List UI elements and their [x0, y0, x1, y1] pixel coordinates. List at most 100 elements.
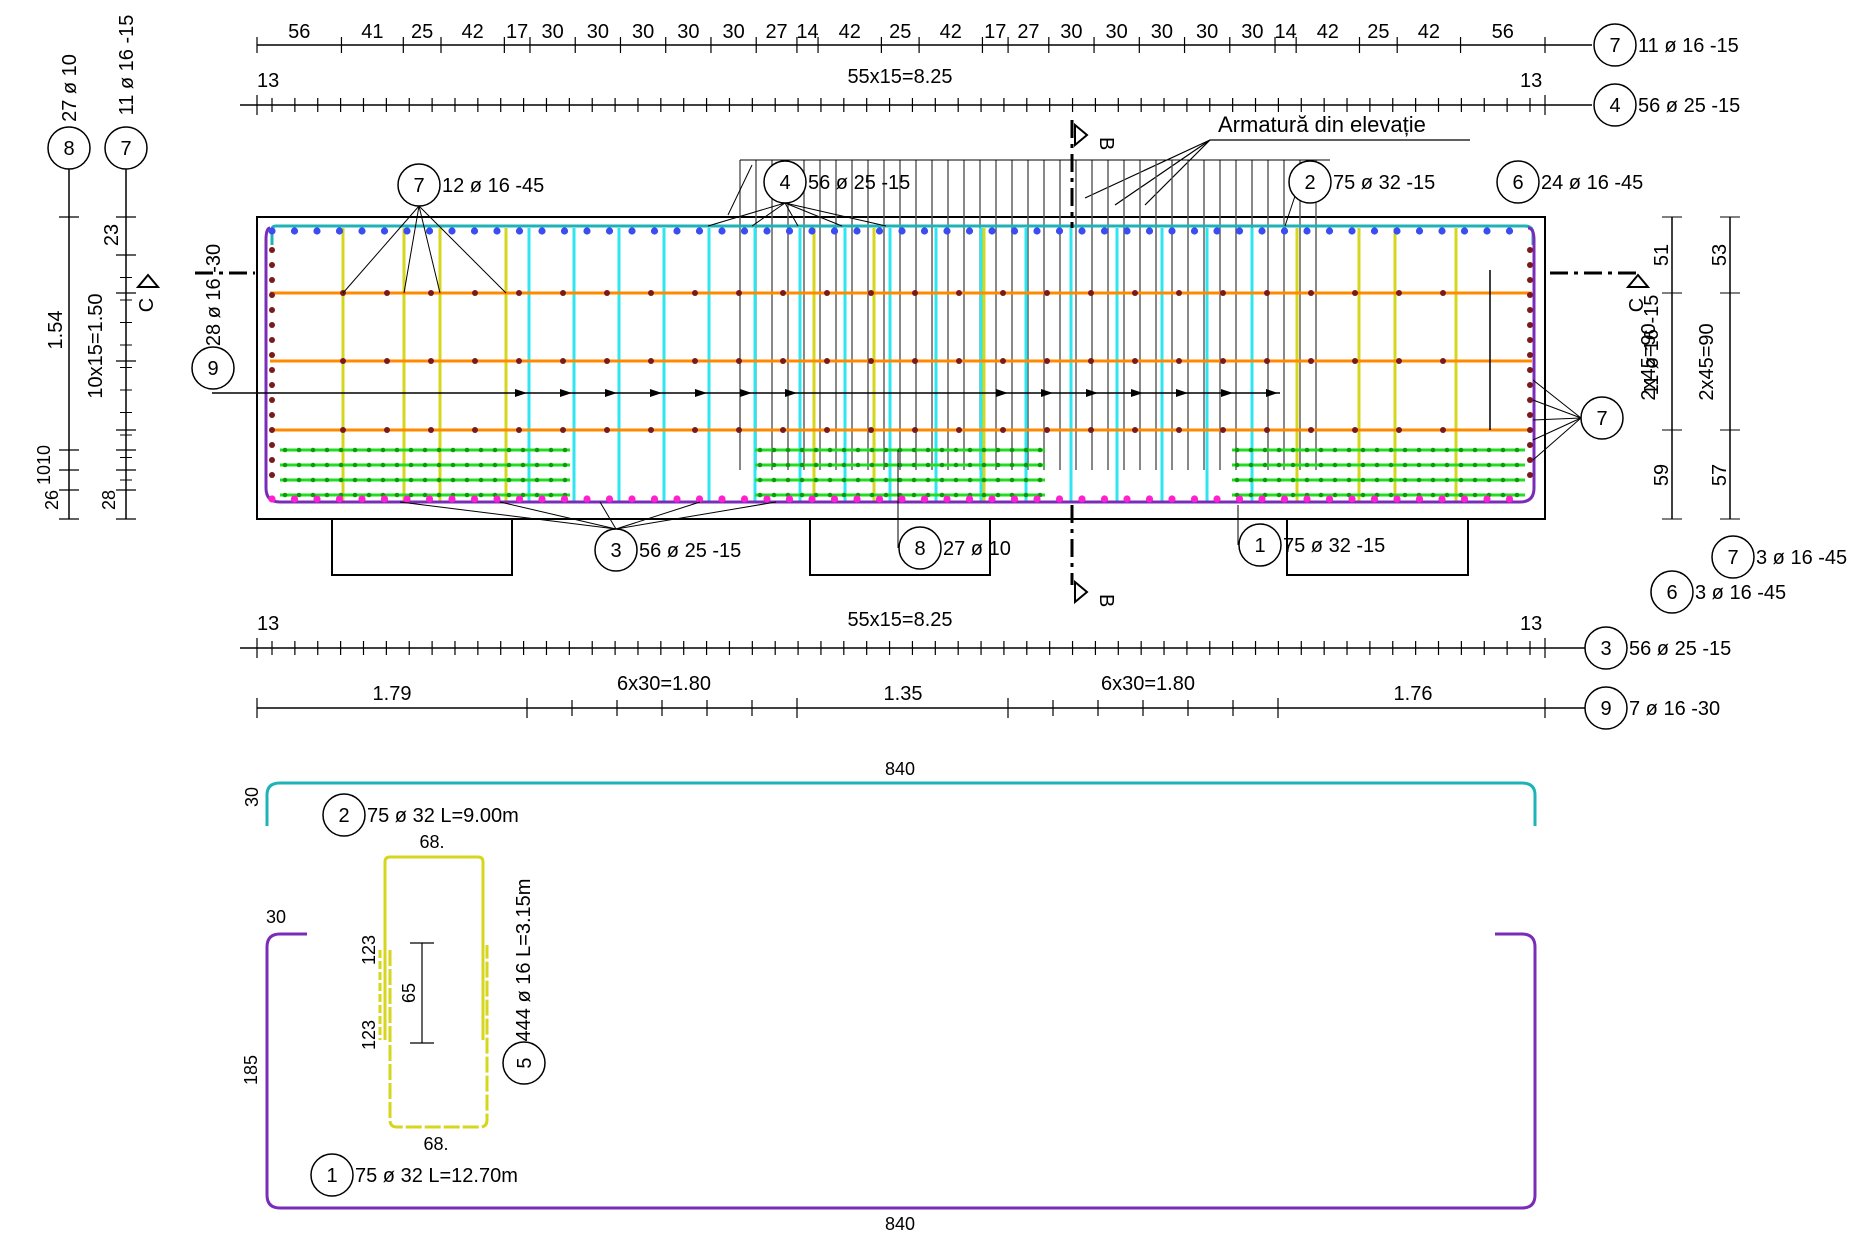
bar-shape-2: 840 30 2 75 ø 32 L=9.00m — [242, 759, 1537, 837]
dim-text: 10 — [34, 445, 54, 465]
mesh-dot — [352, 492, 358, 498]
mesh-dot — [534, 462, 540, 468]
arrow-head — [695, 389, 707, 397]
callout-number: 4 — [779, 172, 790, 194]
bar-dot — [648, 358, 654, 364]
bar-dot — [1176, 358, 1182, 364]
bar-dot — [1393, 227, 1401, 235]
callout-number: 1 — [326, 1165, 337, 1187]
mesh-dot — [771, 447, 777, 453]
bar-dot — [1235, 227, 1244, 235]
callout-circle — [1593, 83, 1637, 127]
mesh-dot — [450, 462, 456, 468]
bar-dot — [604, 427, 610, 433]
bar-dot — [384, 427, 390, 433]
mesh-dot — [520, 447, 526, 453]
mesh-dot — [1402, 447, 1408, 453]
mesh-dot — [1514, 477, 1520, 483]
mesh-dot — [352, 477, 358, 483]
bar-dot — [1527, 457, 1533, 463]
mesh-dot — [883, 477, 889, 483]
dim-text: 1.35 — [884, 683, 923, 705]
mesh-dot — [310, 447, 316, 453]
bar-dot — [583, 495, 591, 503]
bar-dot — [269, 262, 275, 268]
bar-dot — [912, 358, 918, 364]
mesh-dot — [562, 447, 568, 453]
dim-text: 10x15=1.50 — [85, 293, 107, 398]
mesh-dot — [1234, 462, 1240, 468]
bar-dot — [1235, 495, 1244, 503]
mesh-dot — [478, 462, 484, 468]
mesh-dot — [1234, 477, 1240, 483]
mesh-dot — [813, 447, 819, 453]
bar-dot — [428, 290, 434, 296]
spacing-right: 13 — [1520, 70, 1542, 92]
arrow-head — [996, 389, 1008, 397]
mesh-dot — [1472, 492, 1478, 498]
bar-dot — [403, 495, 411, 503]
mesh-dot — [1037, 462, 1043, 468]
bar-dot — [648, 290, 654, 296]
bar-dot — [808, 495, 816, 503]
mesh-dot — [310, 462, 316, 468]
mesh-dot — [785, 462, 791, 468]
section-b-top: B — [1095, 137, 1117, 150]
dim-segment-label: 25 — [1367, 21, 1389, 43]
bar-dot — [1088, 290, 1094, 296]
mesh-dot — [1304, 447, 1310, 453]
mesh-dot — [1374, 447, 1380, 453]
bar-dot — [1527, 382, 1533, 388]
bar-dot — [785, 495, 794, 503]
mesh-dot — [1332, 477, 1338, 483]
bar-dot — [875, 227, 884, 235]
mesh-dot — [296, 477, 302, 483]
dim-segment-label: 30 — [632, 21, 654, 43]
mesh-dot — [1276, 477, 1282, 483]
bar-dot — [830, 495, 839, 503]
mesh-dot — [464, 462, 470, 468]
dim-segment-label: 30 — [1241, 21, 1263, 43]
bar-dot — [1527, 412, 1533, 418]
mesh-dot — [911, 492, 917, 498]
mesh-dot — [1444, 477, 1450, 483]
bar-dot — [1527, 262, 1533, 268]
mesh-dot — [1346, 462, 1352, 468]
bar-dot — [956, 358, 962, 364]
mesh-dot — [1486, 477, 1492, 483]
bar-width-bottom: 68. — [423, 1134, 448, 1154]
callout-number: 5 — [514, 1057, 536, 1068]
bar-dot — [340, 358, 346, 364]
bar-dot — [1033, 495, 1041, 503]
bar-dot — [1280, 227, 1289, 235]
mesh-dot — [1290, 447, 1296, 453]
mesh-dot — [352, 447, 358, 453]
dim-text: 59 — [1651, 464, 1673, 486]
mesh-dot — [534, 477, 540, 483]
mesh-dot — [799, 477, 805, 483]
bar-dot — [920, 495, 929, 503]
mesh-dot — [757, 477, 763, 483]
mesh-dot — [995, 462, 1001, 468]
dim-segment-label: 42 — [462, 21, 484, 43]
callout-text: 444 ø 16 L=3.15m — [513, 879, 535, 1042]
mesh-dot — [1388, 447, 1394, 453]
mesh-dot — [1472, 447, 1478, 453]
bar-dot — [472, 358, 478, 364]
bar-dot — [1527, 427, 1533, 433]
bar-dot — [1348, 495, 1356, 503]
bar-dot — [780, 290, 786, 296]
bar-dot — [1527, 367, 1533, 373]
dim-text: 6x30=1.80 — [1101, 673, 1195, 695]
dim-segment-label: 14 — [1274, 21, 1296, 43]
mesh-dot — [1514, 447, 1520, 453]
bar-dot — [358, 495, 366, 503]
mesh-dot — [1304, 477, 1310, 483]
mesh-dot — [1402, 462, 1408, 468]
callout-number: 2 — [338, 805, 349, 827]
arrow-head — [515, 389, 527, 397]
bar-dot — [912, 290, 918, 296]
mesh-dot — [883, 462, 889, 468]
mesh-dot — [478, 477, 484, 483]
mesh-dot — [324, 462, 330, 468]
